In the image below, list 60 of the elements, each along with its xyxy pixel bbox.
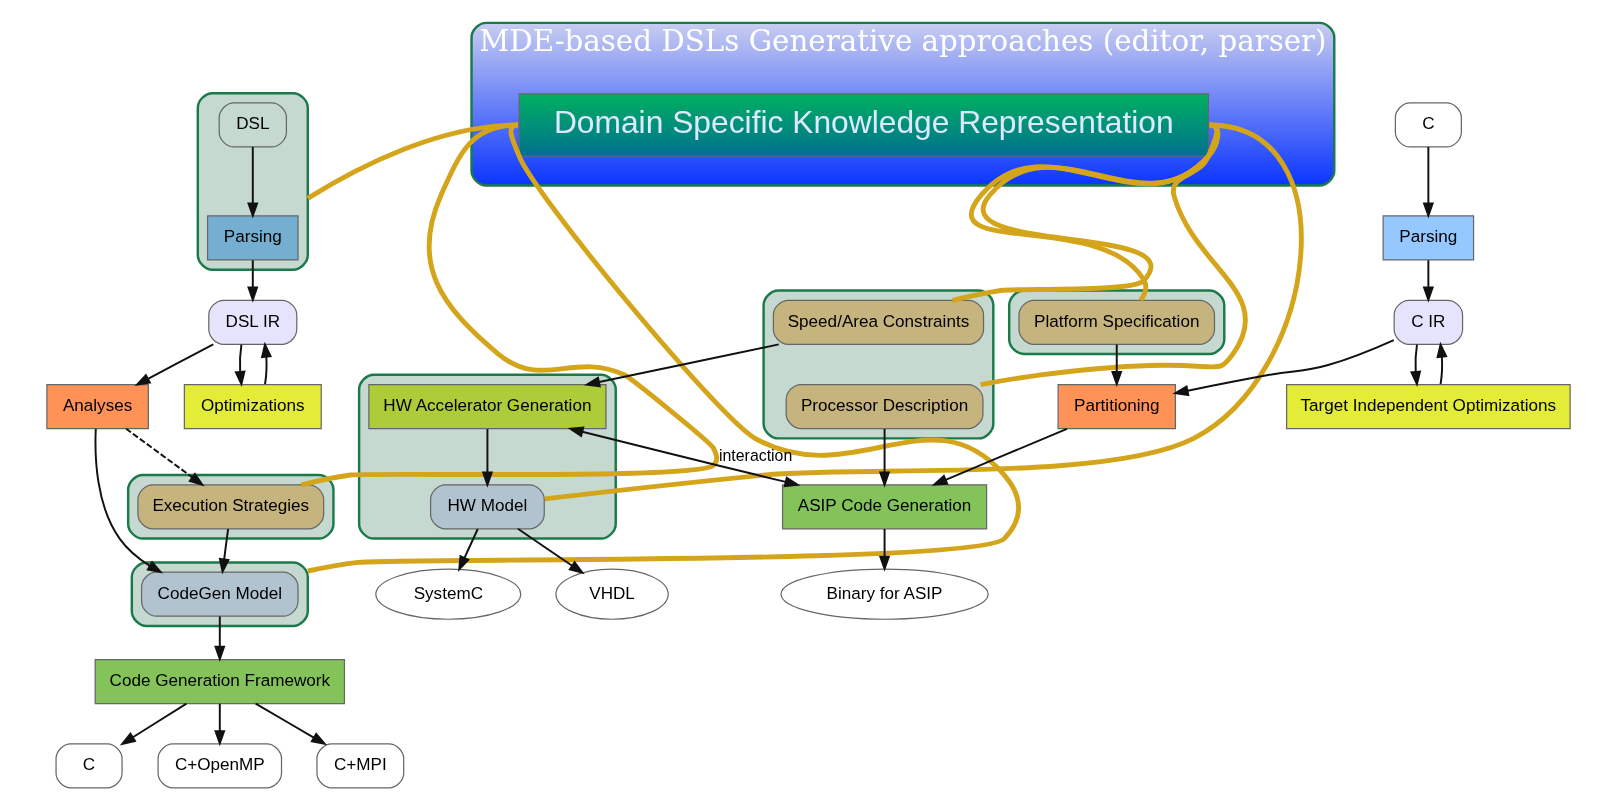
arrow — [1436, 341, 1448, 386]
arrow — [119, 702, 188, 746]
arrow — [1422, 145, 1435, 219]
arrow — [878, 528, 891, 572]
cluster — [196, 91, 309, 271]
arrow — [584, 343, 780, 388]
cluster — [762, 289, 995, 440]
arrow — [458, 528, 479, 572]
node-box: C+MPI — [316, 743, 405, 789]
arrow — [931, 427, 1068, 486]
node-box: DSL IR — [208, 299, 298, 345]
arrow — [254, 702, 328, 746]
node-box: Processor Description — [785, 384, 984, 430]
node-ellipse: Binary for ASIP — [780, 568, 989, 620]
node-box: Parsing — [1382, 215, 1475, 261]
node-box: C — [1394, 102, 1462, 148]
node-box: Analyses — [46, 384, 149, 430]
arrow — [1111, 343, 1123, 388]
node-box: C+OpenMP — [157, 743, 283, 789]
node-box: C — [55, 743, 123, 789]
node-box: Parsing — [206, 215, 299, 261]
node-box: Speed/Area Constraints — [772, 299, 985, 345]
node-box: CodeGen Model — [141, 571, 299, 617]
arrow — [1422, 259, 1435, 303]
arrow — [247, 145, 259, 219]
arrow — [214, 615, 226, 662]
connector — [306, 122, 519, 201]
node-box: Execution Strategies — [137, 484, 325, 530]
arrow — [567, 426, 801, 488]
arrow — [234, 343, 246, 388]
edge-label: interaction — [719, 446, 793, 464]
cluster — [1008, 289, 1226, 356]
arrow — [125, 427, 205, 487]
node-box: ASIP Code Generation — [781, 484, 988, 530]
arrow — [516, 527, 585, 575]
connector — [300, 122, 720, 488]
node-box: HW Model — [430, 484, 545, 530]
arrow — [134, 343, 215, 386]
arrow — [1410, 343, 1422, 388]
node-box: HW Accelerator Generation — [368, 384, 607, 430]
node-box: C IR — [1393, 299, 1464, 345]
node-box: Code Generation Framework — [94, 658, 346, 705]
arrow — [1172, 339, 1395, 397]
node-box: Platform Specification — [1018, 299, 1216, 345]
node-box: DSL — [218, 102, 287, 148]
node-box: Target Independent Optimizations — [1286, 384, 1571, 430]
arrow — [878, 428, 891, 488]
node-box: Domain Specific Knowledge Representation — [518, 93, 1209, 157]
connector — [544, 122, 1304, 502]
arrow — [94, 428, 164, 574]
node-box: Optimizations — [183, 384, 322, 430]
arrow — [214, 702, 226, 747]
arrow — [247, 259, 259, 303]
connector — [307, 123, 1021, 574]
node-box: Partitioning — [1057, 384, 1176, 430]
arrow — [260, 341, 273, 386]
arrow — [218, 528, 230, 575]
node-ellipse: SystemC — [375, 568, 522, 620]
arrow — [481, 428, 494, 488]
node-ellipse: VHDL — [555, 568, 669, 620]
